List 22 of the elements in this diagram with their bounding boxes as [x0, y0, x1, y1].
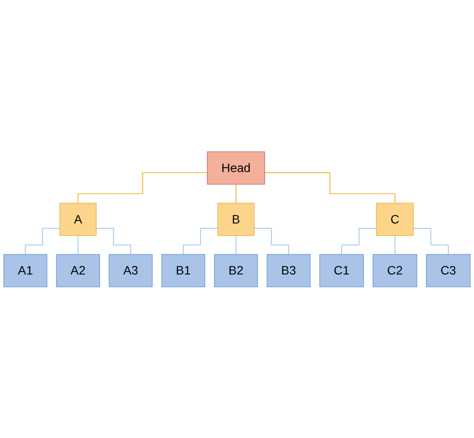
connector	[341, 228, 377, 254]
node-box: A2	[56, 254, 100, 287]
connector	[413, 228, 448, 254]
node-box: C	[376, 202, 414, 236]
node-box: C3	[426, 254, 470, 287]
connector	[183, 228, 218, 254]
node-box: C1	[319, 254, 364, 287]
connector	[25, 228, 60, 254]
node-box: B3	[266, 254, 310, 287]
node-box: B1	[161, 254, 206, 287]
connector	[394, 235, 396, 254]
connector	[78, 172, 208, 204]
connector	[96, 228, 131, 254]
node-box: B2	[214, 254, 258, 287]
node-box: A1	[4, 254, 48, 287]
node-box: C2	[372, 254, 418, 287]
node-box: Head	[206, 151, 265, 184]
connector	[254, 228, 289, 254]
node-box: A	[60, 202, 96, 236]
connector	[264, 172, 396, 204]
node-box: B	[218, 202, 254, 236]
node-box: A3	[108, 254, 153, 287]
